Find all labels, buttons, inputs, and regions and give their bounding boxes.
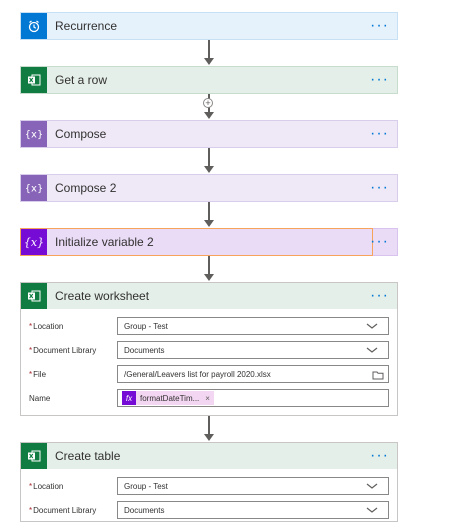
location-dropdown[interactable]: Group - Test	[117, 317, 389, 335]
step-selection-outline	[20, 228, 373, 256]
step-header[interactable]: {x} Compose ···	[21, 121, 397, 147]
svg-text:{x}: {x}	[25, 236, 43, 249]
connector-arrow	[204, 434, 214, 441]
connector-arrow	[204, 112, 214, 119]
chevron-down-icon	[366, 323, 378, 329]
chevron-down-icon	[366, 347, 378, 353]
step-create-worksheet[interactable]: Create worksheet ··· *Location Group - T…	[20, 282, 398, 416]
connector-line	[208, 256, 210, 276]
expression-token[interactable]: fx formatDateTim... ×	[122, 391, 214, 405]
connector-line	[208, 148, 210, 168]
step-title: Compose 2	[55, 181, 117, 195]
file-row: *File /General/Leavers list for payroll …	[29, 363, 389, 385]
document-library-row: *Document Library Documents	[29, 499, 389, 521]
excel-icon	[21, 283, 47, 309]
location-row: *Location Group - Test	[29, 475, 389, 497]
token-label: formatDateTim...	[140, 393, 200, 403]
excel-icon	[21, 67, 47, 93]
step-header[interactable]: {x} Compose 2 ···	[21, 175, 397, 201]
step-header[interactable]: {x} Initialize variable 2 ···	[20, 228, 397, 256]
connector-line	[208, 202, 210, 222]
fx-icon: fx	[122, 391, 136, 405]
connector-arrow	[204, 58, 214, 65]
connector-line	[208, 416, 210, 436]
more-options-button[interactable]: ···	[370, 17, 389, 34]
step-header[interactable]: Recurrence ···	[21, 13, 397, 39]
step-header[interactable]: Create table ···	[21, 443, 397, 469]
step-title: Create table	[55, 449, 121, 463]
name-input[interactable]: fx formatDateTim... ×	[117, 389, 389, 407]
variable-icon: {x}	[21, 229, 47, 255]
step-body: *Location Group - Test *Document Library…	[21, 469, 397, 529]
more-options-button[interactable]: ···	[370, 287, 389, 304]
document-library-row: *Document Library Documents	[29, 339, 389, 361]
alarm-clock-icon	[21, 13, 47, 39]
more-options-button[interactable]: ···	[370, 125, 389, 142]
document-library-dropdown[interactable]: Documents	[117, 341, 389, 359]
connector-arrow	[204, 274, 214, 281]
more-options-button[interactable]: ···	[370, 447, 389, 464]
file-label: *File	[29, 369, 47, 379]
more-options-button[interactable]: ···	[370, 233, 389, 250]
chevron-down-icon	[366, 483, 378, 489]
location-dropdown[interactable]: Group - Test	[117, 477, 389, 495]
location-row: *Location Group - Test	[29, 315, 389, 337]
insert-step-button[interactable]: +	[203, 98, 213, 108]
location-label: *Location	[29, 321, 64, 331]
step-title: Recurrence	[55, 19, 118, 33]
file-input[interactable]: /General/Leavers list for payroll 2020.x…	[117, 365, 389, 383]
chevron-down-icon	[366, 507, 378, 513]
step-header[interactable]: Create worksheet ···	[21, 283, 397, 309]
step-title: Initialize variable 2	[55, 235, 154, 249]
step-initialize-variable-2[interactable]: {x} Initialize variable 2 ···	[20, 228, 398, 256]
step-get-a-row[interactable]: Get a row ···	[20, 66, 398, 94]
step-compose-2[interactable]: {x} Compose 2 ···	[20, 174, 398, 202]
name-row: Name fx formatDateTim... ×	[29, 387, 389, 409]
document-library-dropdown[interactable]: Documents	[117, 501, 389, 519]
name-label: Name	[29, 393, 51, 403]
step-recurrence[interactable]: Recurrence ···	[20, 12, 398, 40]
compose-icon: {x}	[21, 175, 47, 201]
step-title: Get a row	[55, 73, 108, 87]
step-compose[interactable]: {x} Compose ···	[20, 120, 398, 148]
document-library-label: *Document Library	[29, 505, 97, 515]
step-body: *Location Group - Test *Document Library…	[21, 309, 397, 417]
step-title: Compose	[55, 127, 107, 141]
connector-arrow	[204, 166, 214, 173]
svg-text:{x}: {x}	[26, 184, 42, 195]
compose-icon: {x}	[21, 121, 47, 147]
svg-text:{x}: {x}	[26, 130, 42, 141]
step-create-table[interactable]: Create table ··· *Location Group - Test …	[20, 442, 398, 522]
remove-token-icon[interactable]: ×	[205, 393, 210, 403]
more-options-button[interactable]: ···	[370, 71, 389, 88]
step-header[interactable]: Get a row ···	[21, 67, 397, 93]
excel-icon	[21, 443, 47, 469]
folder-picker-icon[interactable]	[372, 370, 384, 380]
connector-arrow	[204, 220, 214, 227]
document-library-label: *Document Library	[29, 345, 97, 355]
location-label: *Location	[29, 481, 64, 491]
connector-line	[208, 40, 210, 60]
step-title: Create worksheet	[55, 289, 150, 303]
more-options-button[interactable]: ···	[370, 179, 389, 196]
